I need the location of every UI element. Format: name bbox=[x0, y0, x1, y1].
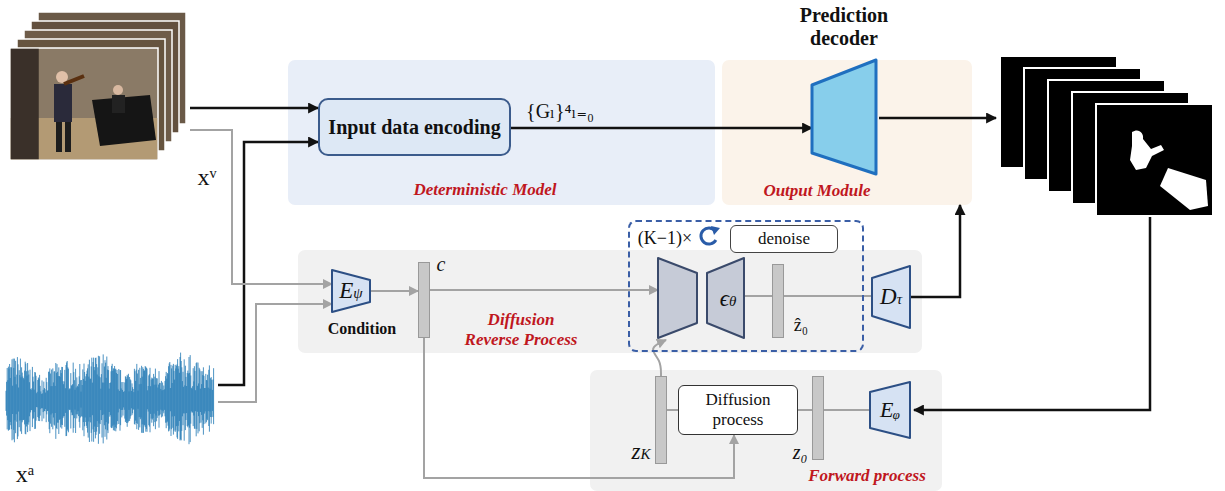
decoder-trapezoid: Dτ bbox=[870, 264, 912, 330]
shape-outline bbox=[872, 266, 910, 328]
step-box: denoise bbox=[730, 225, 838, 253]
edge-label: {Gₗ}⁴ₗ₌₀ bbox=[526, 100, 594, 123]
loop-head bbox=[711, 226, 720, 235]
violin-mask bbox=[1130, 130, 1164, 170]
module-band: Output Module Prediction decoder bbox=[722, 60, 972, 205]
band-ground bbox=[298, 250, 922, 353]
shape-outline bbox=[810, 58, 878, 176]
connector bbox=[667, 409, 678, 411]
connector bbox=[511, 127, 812, 130]
pianist-body bbox=[112, 95, 125, 113]
piano bbox=[92, 95, 156, 146]
node-label: (K−1)× bbox=[634, 228, 696, 249]
wires bbox=[879, 118, 1150, 410]
connector bbox=[744, 295, 772, 297]
mask-frames bbox=[1000, 56, 1213, 216]
mask-frame bbox=[1096, 104, 1213, 216]
audio-waveform bbox=[6, 353, 214, 445]
node-label: Eψ bbox=[339, 278, 362, 304]
node-label: Diffusion Reverse Process bbox=[459, 310, 583, 349]
module-band: Deterministic Model Input data encoding bbox=[288, 60, 715, 205]
video-frames: xᵛ bbox=[8, 4, 190, 164]
piano-mask bbox=[1160, 168, 1208, 210]
band-ground bbox=[288, 60, 715, 205]
node-label: xᵃ bbox=[10, 461, 40, 489]
violinist-body bbox=[54, 84, 72, 122]
node-label: z₀ bbox=[789, 441, 811, 464]
connector bbox=[190, 130, 332, 284]
node-label: denoise bbox=[758, 229, 810, 249]
waveform bbox=[6, 353, 214, 445]
node-label: Dτ bbox=[880, 284, 902, 310]
latent-bar: c bbox=[418, 262, 430, 338]
node-label: Eᵩ bbox=[880, 397, 900, 422]
node-label: Input data encoding bbox=[328, 116, 500, 139]
connector bbox=[370, 290, 418, 292]
feedback-wire bbox=[914, 217, 1150, 410]
latent-bar: z₀ bbox=[812, 376, 824, 460]
node-label: Condition bbox=[312, 320, 412, 338]
process-band: Diffusion Reverse ProcessEψConditionc(K−… bbox=[298, 250, 922, 353]
latent-bar: zK bbox=[655, 376, 667, 464]
audio-waveform: xᵃ bbox=[4, 343, 218, 459]
connector bbox=[430, 289, 658, 291]
connector bbox=[190, 107, 318, 110]
violin bbox=[64, 76, 84, 84]
decoder-trapezoid: Prediction decoder bbox=[810, 58, 878, 176]
latent-bar: ẑ₀ bbox=[772, 264, 784, 338]
encoder-trapezoid: Eᵩ bbox=[868, 380, 912, 440]
connector bbox=[798, 409, 812, 411]
process-band: Forward processzKDiffusion processz₀Eᵩ bbox=[590, 370, 942, 491]
video-frames bbox=[10, 12, 186, 160]
shape-outline bbox=[332, 270, 370, 312]
loop-box: (K−1)× denoise ϵθ ẑ₀ bbox=[628, 220, 864, 352]
loop-icon bbox=[701, 226, 720, 244]
shape-outline bbox=[658, 258, 697, 338]
node-label: xᵛ bbox=[192, 164, 222, 192]
node-label: Prediction decoder bbox=[769, 4, 919, 50]
process-box: Diffusion process bbox=[678, 385, 798, 435]
unet-symbol: ϵθ bbox=[657, 257, 745, 339]
encoder-box: Input data encoding bbox=[318, 98, 511, 156]
shape-outline bbox=[812, 60, 876, 174]
encoder-trapezoid: EψCondition bbox=[330, 268, 372, 314]
connector bbox=[653, 340, 666, 376]
node-label: Diffusion process bbox=[688, 390, 788, 429]
band-ground bbox=[590, 370, 942, 491]
node-label: Deterministic Model bbox=[380, 180, 590, 200]
connector bbox=[218, 304, 332, 402]
node-label: zK bbox=[627, 439, 655, 465]
connector bbox=[824, 409, 870, 411]
node-label: Forward process bbox=[794, 466, 940, 486]
node-label: c bbox=[434, 253, 448, 276]
violinist-leg bbox=[65, 122, 71, 152]
band-ground bbox=[722, 60, 972, 205]
doorway bbox=[11, 49, 39, 160]
pianist-head bbox=[113, 85, 123, 95]
violinist-leg bbox=[56, 122, 62, 152]
connector bbox=[784, 295, 872, 297]
output-wire bbox=[879, 117, 996, 120]
node-label: Output Module bbox=[742, 181, 892, 201]
node-label: ẑ₀ bbox=[788, 315, 814, 336]
connector bbox=[910, 205, 960, 297]
node-label: ϵθ bbox=[708, 286, 748, 312]
video-frame bbox=[10, 48, 158, 160]
shape-outline bbox=[870, 382, 910, 438]
